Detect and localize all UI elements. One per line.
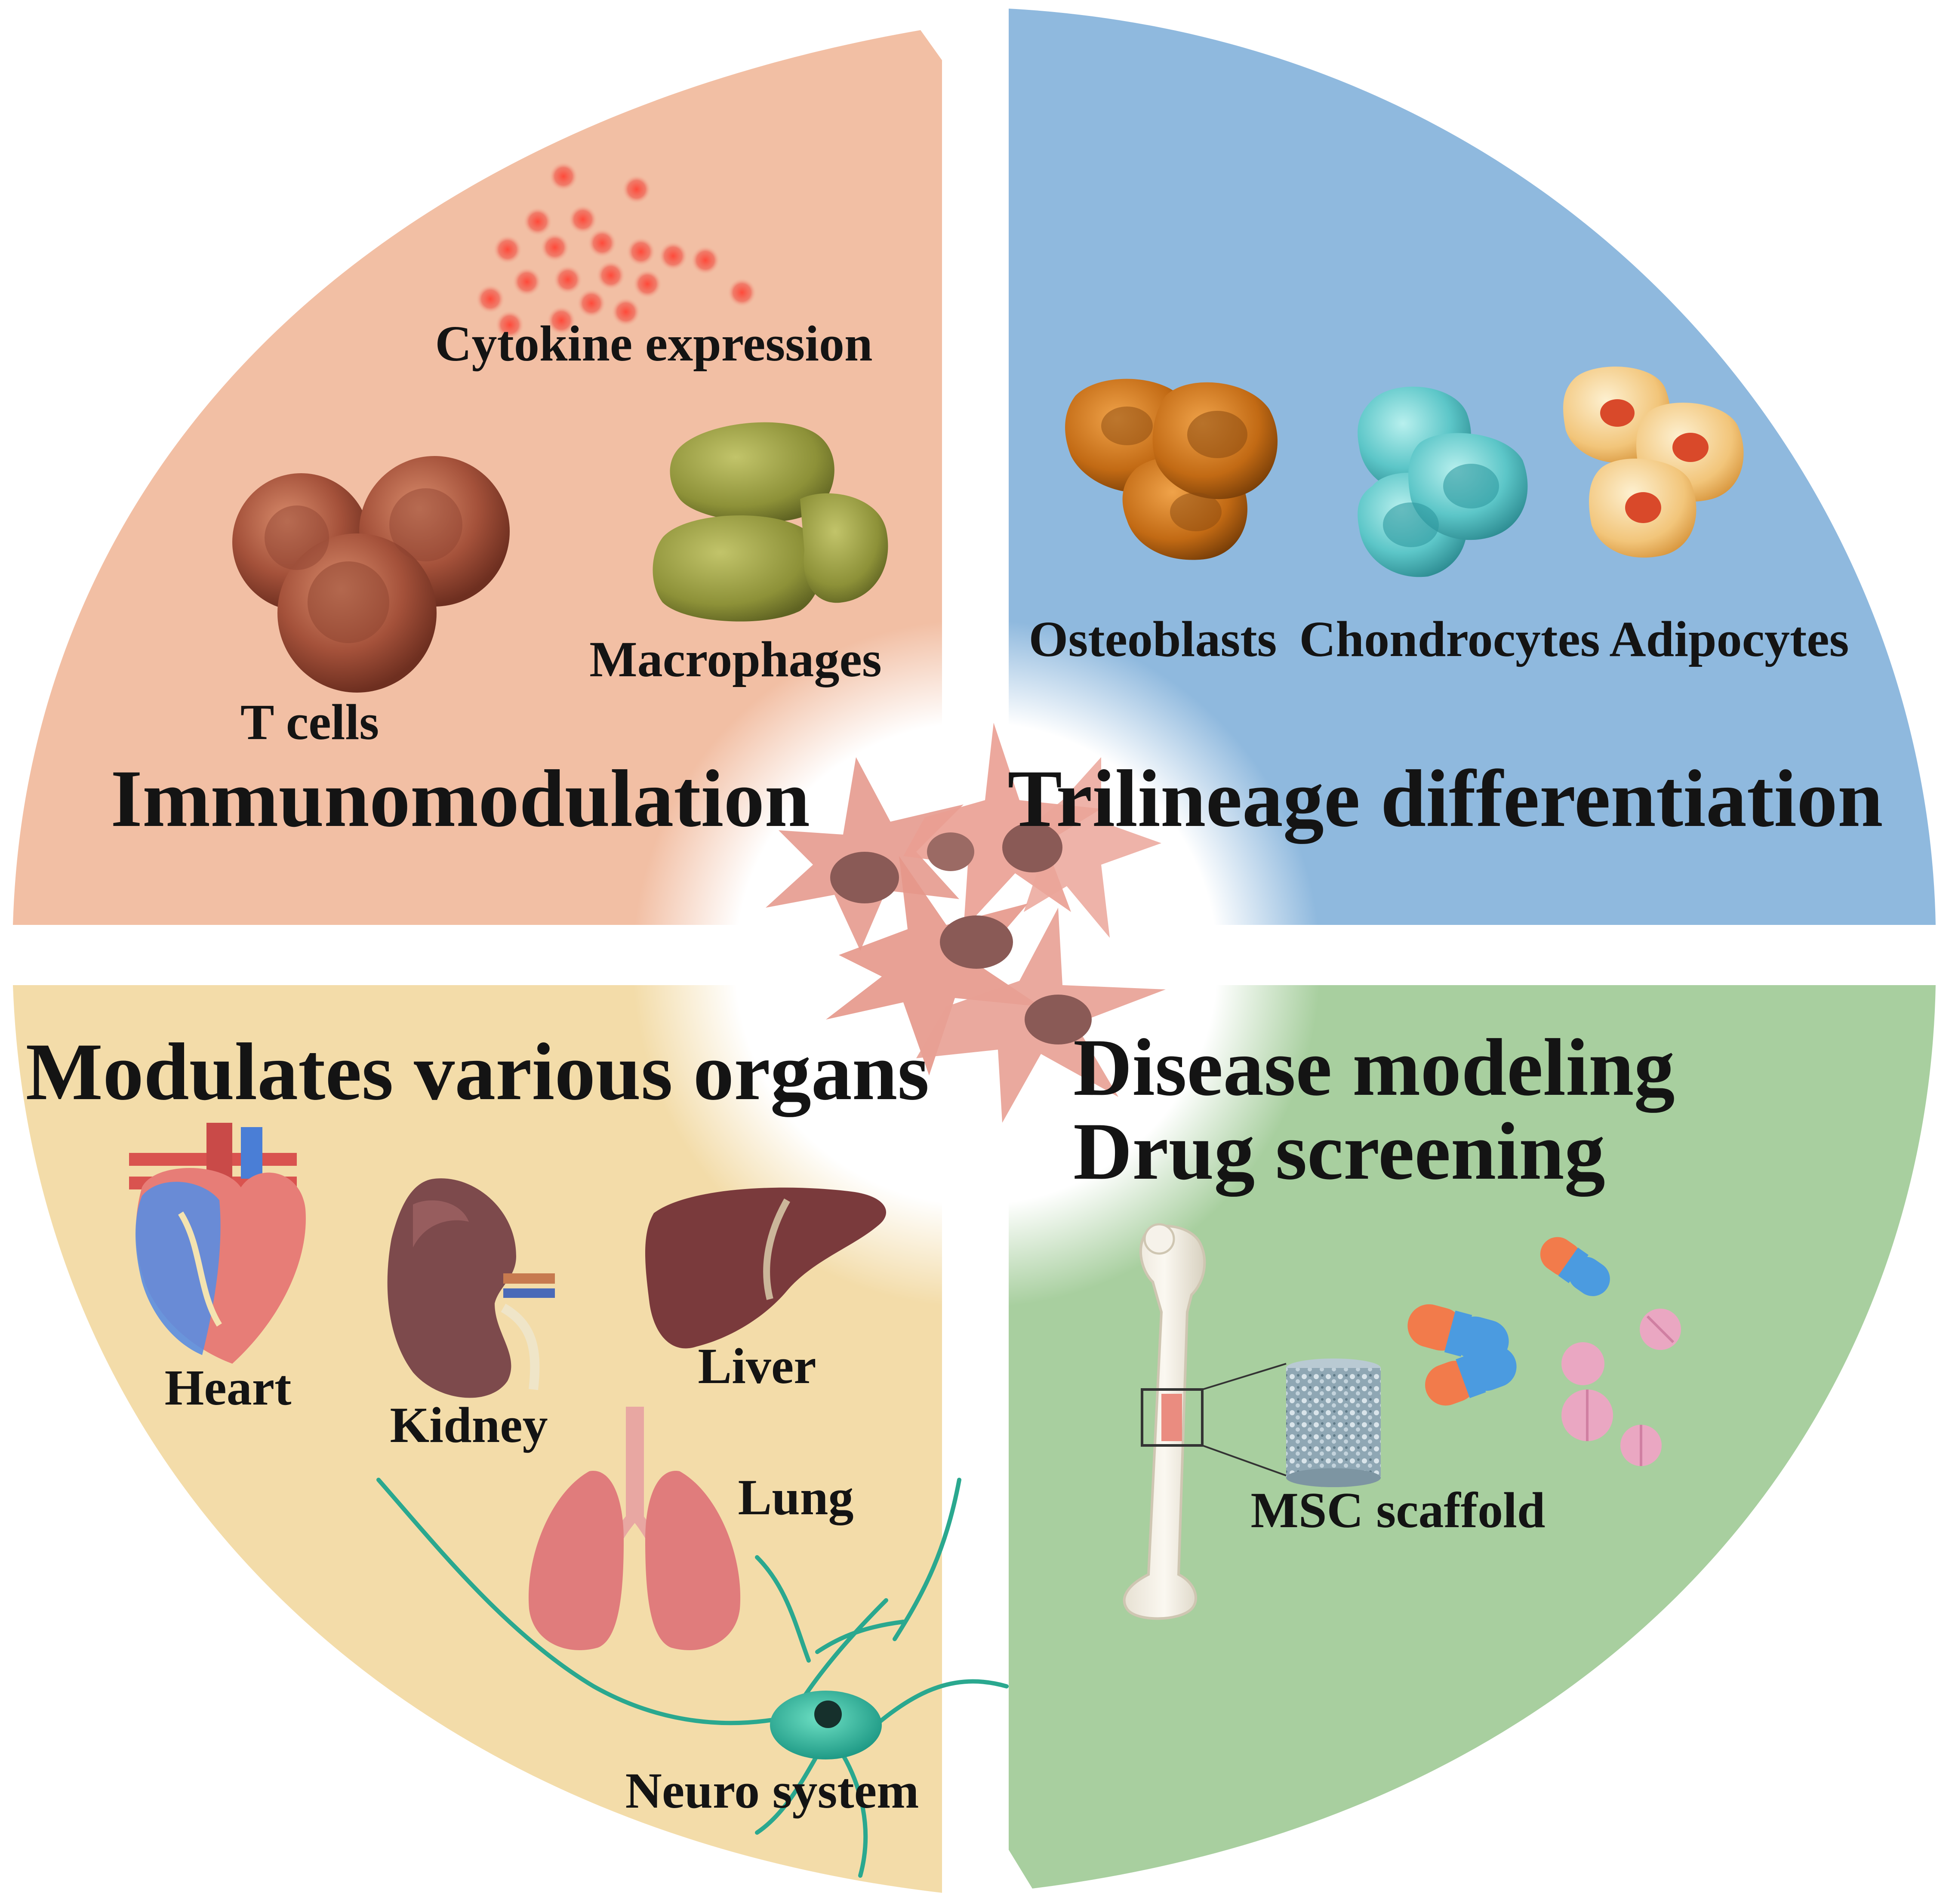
label-macrophages: Macrophages [589,631,882,687]
macrophages-icon [653,422,888,622]
title-modulates-various-organs: Modulates various organs [26,1027,930,1117]
capsule-icon [1407,1237,1610,1406]
cytokine-dots-icon [476,162,757,339]
label-neuro-system: Neuro system [625,1762,919,1819]
t-cells-icon [232,456,510,693]
title-disease-modeling: Disease modeling [1073,1023,1675,1113]
label-cytokine-expression: Cytokine expression [435,315,872,372]
label-kidney: Kidney [390,1397,548,1453]
label-osteoblasts: Osteoblasts [1029,611,1277,667]
scaffold-icon [1286,1359,1381,1487]
label-heart: Heart [165,1359,292,1416]
title-trilineage-differentiation: Trilineage differentiation [1007,754,1883,844]
title-drug-screening: Drug screening [1073,1106,1605,1197]
label-t-cells: T cells [240,694,379,750]
label-msc-scaffold: MSC scaffold [1250,1482,1545,1538]
lung-icon [528,1407,741,1650]
kidney-icon [387,1178,555,1398]
osteoblasts-icon [1065,379,1278,560]
label-lung: Lung [738,1469,854,1525]
adipocytes-icon [1563,367,1744,558]
label-adipocytes: Adipocytes [1609,611,1849,667]
bone-icon [1123,1223,1287,1620]
label-liver: Liver [698,1338,816,1394]
liver-icon [645,1187,886,1349]
msc-cluster-icon [766,723,1166,1123]
neuron-icon [376,1478,1009,1878]
quadrant-disease-bg [1009,985,1936,1889]
tablet-icon [1561,1309,1681,1466]
title-immunomodulation: Immunomodulation [111,754,810,844]
chondrocytes-icon [1358,386,1528,577]
heart-icon [129,1123,306,1364]
label-chondrocytes: Chondrocytes [1299,611,1600,667]
